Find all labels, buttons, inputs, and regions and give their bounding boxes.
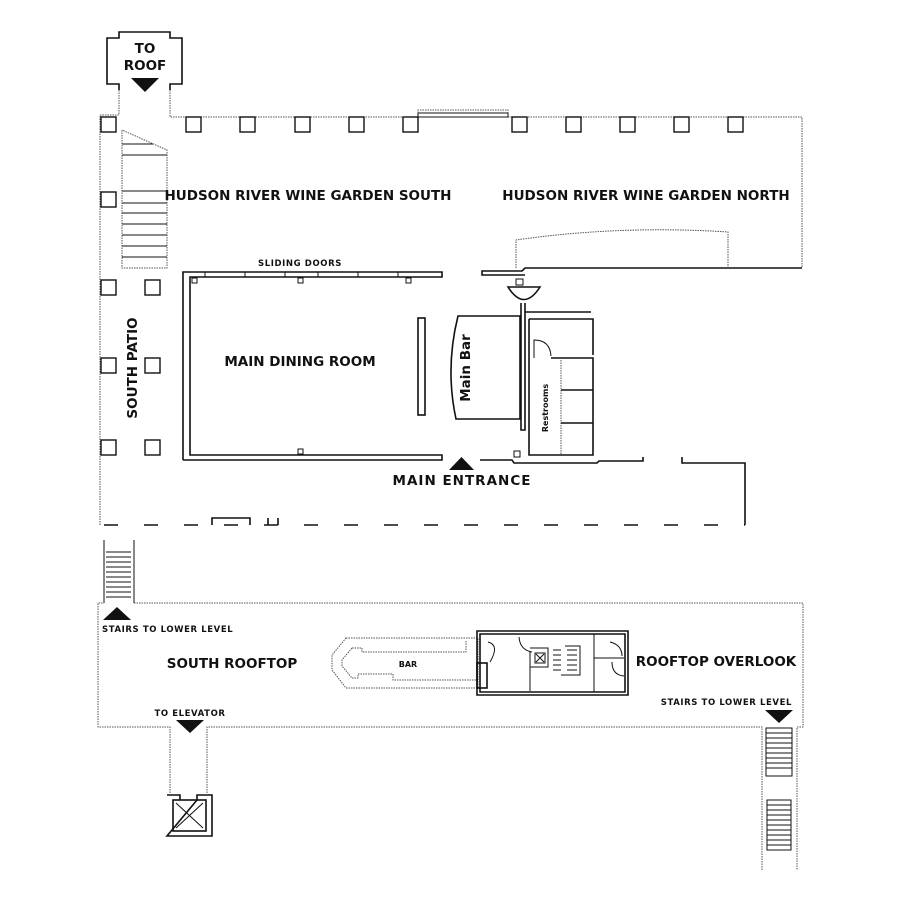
down-arrow-icon: [176, 720, 204, 733]
room-label-wine-garden-south: HUDSON RIVER WINE GARDEN SOUTH: [164, 188, 451, 204]
room-label-south-rooftop: SOUTH ROOFTOP: [167, 656, 298, 672]
down-arrow-icon: [131, 78, 159, 92]
up-arrow-icon: [103, 607, 131, 620]
north-garden-awning: [515, 229, 729, 268]
stairs-left-label: STAIRS TO LOWER LEVEL: [102, 625, 233, 635]
stairs: [121, 129, 168, 269]
window: [417, 112, 509, 118]
south-wall: [480, 457, 746, 525]
elevator: [165, 794, 213, 837]
post: [513, 450, 521, 458]
to-elevator-label: TO ELEVATOR: [154, 709, 225, 719]
room-label-rooftop-overlook: ROOFTOP OVERLOOK: [636, 654, 797, 670]
restrooms-label: Restrooms: [541, 384, 550, 432]
main-bar: Main Bar: [450, 315, 521, 420]
columns: [100, 116, 744, 456]
rooftop-level: STAIRS TO LOWER LEVEL SOUTH ROOFTOP TO E…: [97, 540, 804, 870]
to-roof-label-1: TO: [135, 41, 156, 57]
main-entrance-label: MAIN ENTRANCE: [393, 473, 532, 489]
restrooms: Restrooms: [528, 318, 594, 456]
stairs-left: [103, 540, 135, 603]
outline-west: [99, 90, 120, 525]
post: [515, 278, 524, 286]
north-garden-wall: [481, 267, 802, 276]
bar-wall: [520, 303, 526, 431]
south-opening: [211, 517, 279, 525]
to-roof-stair-box: TO ROOF: [106, 31, 183, 92]
sliding-doors-label: SLIDING DOORS: [258, 259, 342, 269]
door-swing: [506, 286, 542, 301]
room-label-south-patio: SOUTH PATIO: [125, 317, 141, 418]
window-outline: [417, 109, 509, 113]
upper-level: TO ROOF: [99, 31, 803, 526]
bar-label: BAR: [399, 660, 417, 669]
room-label-wine-garden-north: HUDSON RIVER WINE GARDEN NORTH: [502, 188, 789, 204]
to-roof-label-2: ROOF: [124, 58, 167, 74]
rooftop-bar: BAR: [331, 637, 479, 689]
down-arrow-icon: [765, 710, 793, 723]
service-core: [476, 630, 629, 696]
entrance-arrow-icon: [449, 457, 474, 470]
stairs-right-label: STAIRS TO LOWER LEVEL: [661, 698, 792, 708]
room-label-main-dining-room: MAIN DINING ROOM: [224, 354, 375, 370]
rooftop-outline: [97, 602, 804, 870]
main-dining-room: MAIN DINING ROOM: [182, 271, 443, 461]
stairs-right: [765, 727, 793, 851]
main-bar-label: Main Bar: [458, 334, 474, 402]
